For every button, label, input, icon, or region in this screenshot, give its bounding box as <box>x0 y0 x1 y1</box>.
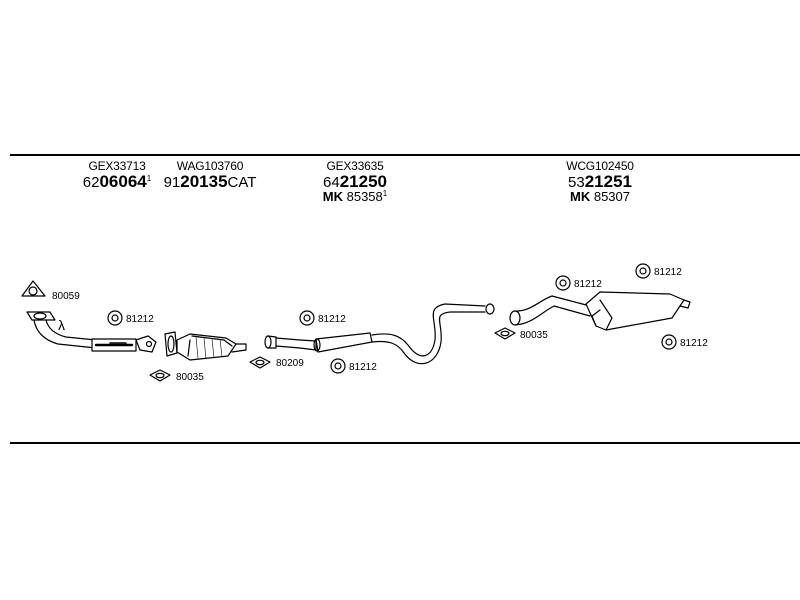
part-code: WAG103760 <box>176 159 244 173</box>
mounting-kit-superscript: 1 <box>382 189 388 199</box>
gasket-80209-label: 80209 <box>276 358 304 369</box>
part-number: 5321251 <box>545 171 655 191</box>
gasket-80059-label: 80059 <box>52 291 80 302</box>
clamp-81212-label: 81212 <box>126 314 154 325</box>
part-number-prefix: 62 <box>82 173 100 191</box>
part-code: WCG102450 <box>566 159 634 173</box>
front-pipe-part <box>26 311 157 353</box>
part-number: 6421250 <box>300 171 410 191</box>
gasket-80059-icon <box>21 280 46 297</box>
part-number-prefix: 91 <box>163 173 181 191</box>
gasket-80035-label: 80035 <box>520 330 548 341</box>
part-code: GEX33713 <box>88 159 146 173</box>
mounting-kit-number: MK 853581 <box>300 190 410 204</box>
clamp-81212-icon <box>330 358 346 374</box>
part-number-main: 06064 <box>99 171 147 191</box>
clamp-81212-icon <box>555 275 571 291</box>
clamp-81212-label: 81212 <box>349 362 377 373</box>
part-code: GEX33635 <box>326 159 384 173</box>
part-number-prefix: 64 <box>323 173 340 191</box>
clamp-81212-label: 81212 <box>574 279 602 290</box>
gasket-80035-icon <box>494 327 516 340</box>
part-header-front-pipe: GEX33713 62060641 <box>62 160 172 190</box>
part-number-suffix: CAT <box>227 173 257 191</box>
rear-silencer-part <box>509 291 691 331</box>
clamp-81212-icon <box>635 263 651 279</box>
part-number-prefix: 53 <box>568 173 585 191</box>
part-number-main: 21251 <box>584 171 632 191</box>
lambda-sensor-symbol: λ <box>58 317 65 333</box>
mounting-kit-prefix: MK <box>570 189 591 205</box>
clamp-81212-label: 81212 <box>318 314 346 325</box>
bottom-divider-line <box>10 442 800 444</box>
top-divider-line <box>10 154 800 156</box>
part-number-superscript: 1 <box>146 173 152 183</box>
clamp-81212-icon <box>299 310 315 326</box>
mounting-kit-number: MK 85307 <box>545 190 655 204</box>
clamp-81212-label: 81212 <box>654 267 682 278</box>
pipe-sleeve-part <box>264 335 301 349</box>
gasket-80035-icon <box>149 369 171 382</box>
mounting-kit-value: 85358 <box>346 189 383 205</box>
mounting-kit-prefix: MK <box>322 189 343 205</box>
part-header-rear-silencer: WCG102450 5321251 MK 85307 <box>545 160 655 204</box>
part-header-catalyst: WAG103760 9120135CAT <box>150 160 270 190</box>
catalytic-converter-part <box>164 331 247 361</box>
gasket-80035-label: 80035 <box>176 372 204 383</box>
clamp-81212-icon <box>107 310 123 326</box>
clamp-81212-label: 81212 <box>680 338 708 349</box>
clamp-81212-icon <box>661 334 677 350</box>
part-number-main: 20135 <box>180 171 228 191</box>
part-number-main: 21250 <box>339 171 387 191</box>
gasket-80209-icon <box>249 356 271 369</box>
part-number: 9120135CAT <box>150 171 270 191</box>
part-number: 62060641 <box>62 171 172 191</box>
mounting-kit-value: 85307 <box>593 189 630 205</box>
middle-silencer-part <box>299 303 495 365</box>
part-header-middle-silencer: GEX33635 6421250 MK 853581 <box>300 160 410 204</box>
